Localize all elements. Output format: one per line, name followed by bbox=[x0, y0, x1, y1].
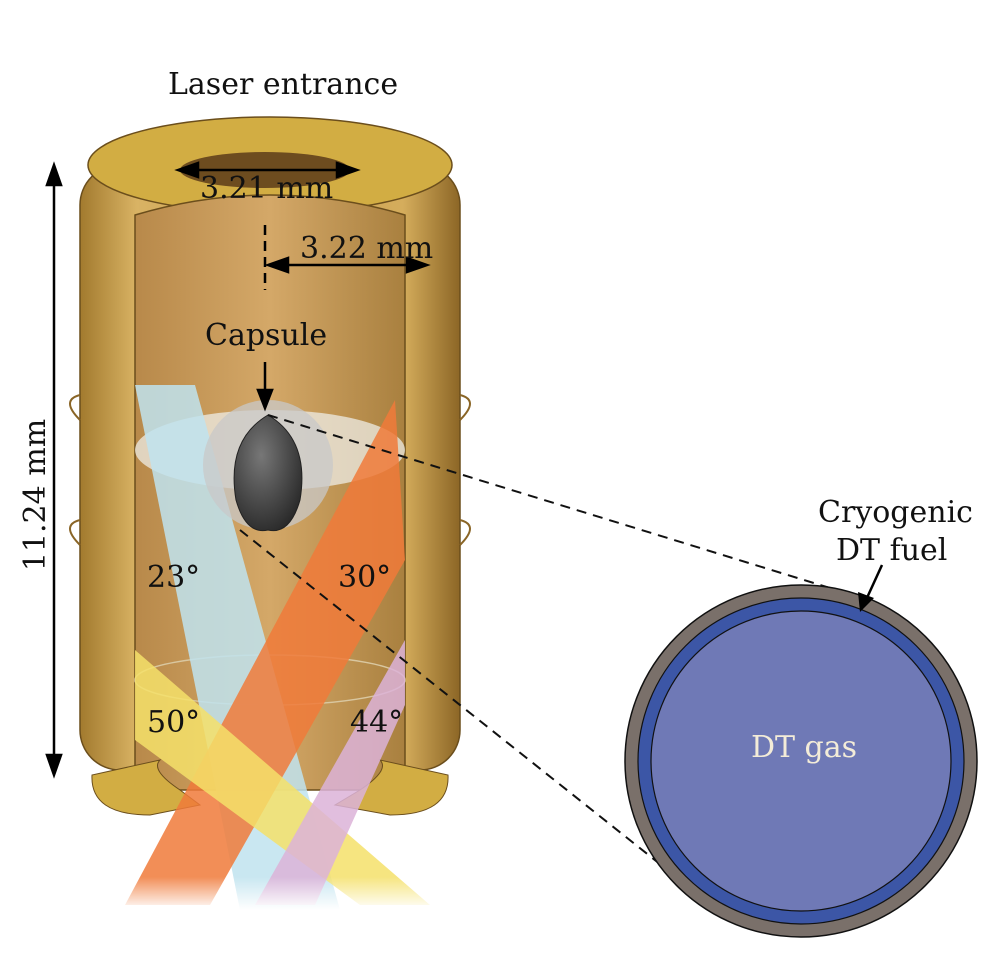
laser-beams bbox=[100, 385, 460, 910]
dt-gas-region bbox=[650, 610, 952, 912]
capsule-cross-section bbox=[624, 564, 978, 938]
beam-23 bbox=[135, 385, 340, 910]
entrance-diameter-label: 3.21 mm bbox=[200, 171, 333, 206]
zoom-guide-lines bbox=[239, 414, 831, 881]
angle-50-label: 50° bbox=[147, 705, 200, 740]
fuel-arrow bbox=[858, 592, 874, 612]
laser-entrance-label: Laser entrance bbox=[168, 67, 398, 102]
radius-label: 3.22 mm bbox=[300, 231, 433, 266]
capsule-label: Capsule bbox=[205, 318, 327, 353]
dt-fuel-label: DT fuel bbox=[836, 533, 947, 568]
dimension-lines bbox=[45, 161, 431, 779]
angle-44-label: 44° bbox=[350, 705, 403, 740]
angle-23-label: 23° bbox=[147, 560, 200, 595]
capsule bbox=[203, 400, 333, 532]
height-label: 11.24 mm bbox=[18, 419, 53, 571]
angle-30-label: 30° bbox=[338, 560, 391, 595]
dt-gas-label: DT gas bbox=[751, 730, 857, 765]
cryogenic-label: Cryogenic bbox=[818, 495, 973, 530]
